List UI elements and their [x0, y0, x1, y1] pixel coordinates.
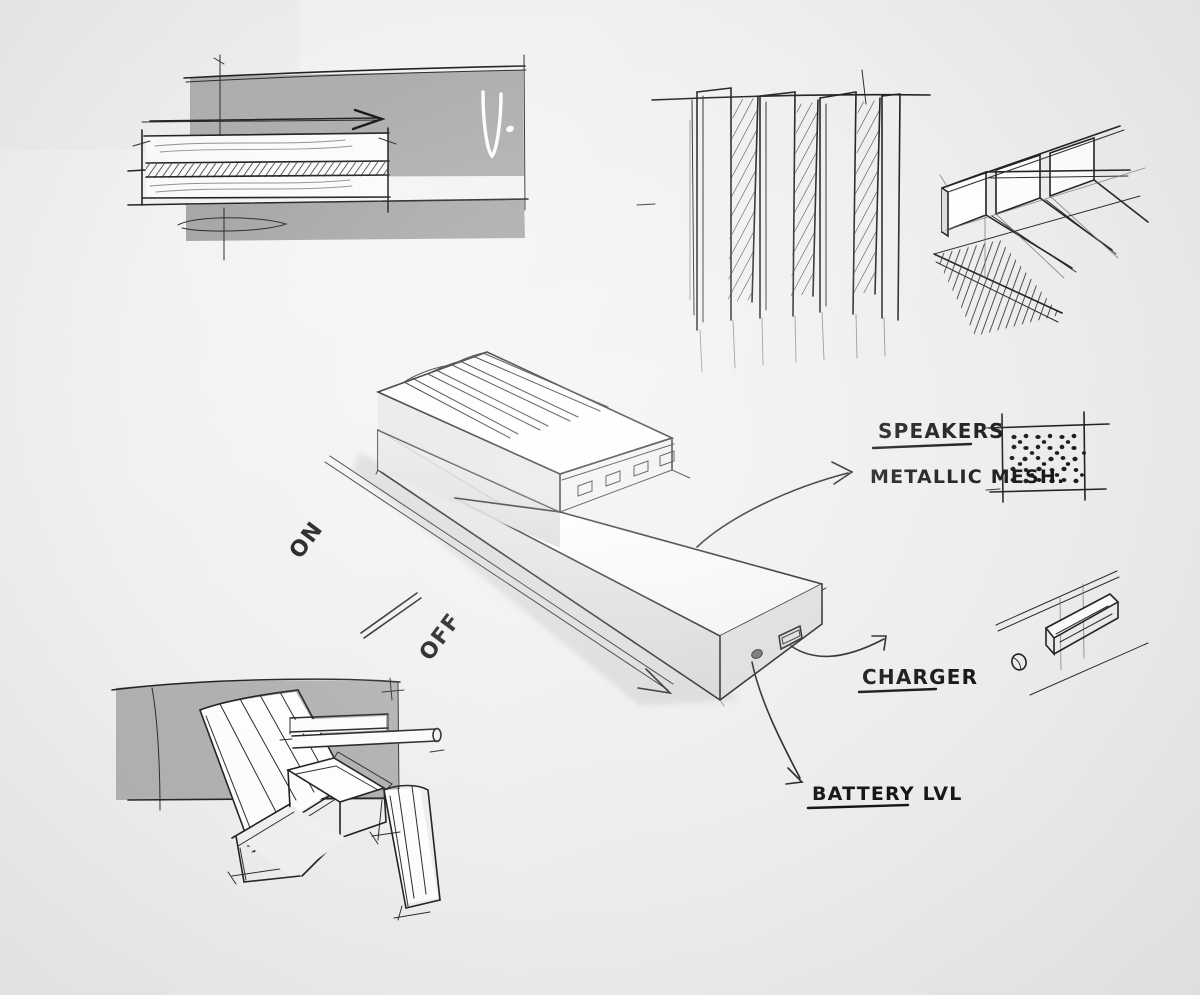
- label-charger-text: CHARGER: [862, 665, 978, 689]
- label-metallic-mesh-text: METALLIC MESH.: [870, 466, 1065, 488]
- label-battery-lvl: BATTERY LVL: [806, 783, 963, 810]
- battery-led-main: [751, 649, 763, 659]
- mesh-dot-grid: [1009, 433, 1086, 484]
- callout-line-battery: [751, 661, 804, 785]
- switch-indicator-mark: [360, 592, 422, 639]
- label-off: OFF: [415, 609, 466, 666]
- battery-led-detail: [1011, 653, 1027, 671]
- callout-line-mesh: [696, 461, 854, 548]
- sketch-mesh-swatch: [985, 411, 1110, 503]
- sketch-fin-isometric: [933, 125, 1149, 336]
- sketch-fin-profile-elevation: [636, 69, 931, 373]
- callout-leaders: [696, 461, 887, 785]
- sketch-port-detail: [995, 570, 1149, 696]
- label-charger: CHARGER: [857, 665, 978, 694]
- label-on: ON: [285, 517, 329, 564]
- label-speakers-text: SPEAKERS: [878, 419, 1005, 443]
- sketch-main-device: [352, 351, 827, 707]
- sketch-exploded-assembly: [111, 677, 445, 921]
- label-speakers: SPEAKERS: [871, 419, 1005, 450]
- label-battery-lvl-text: BATTERY LVL: [812, 783, 963, 805]
- callout-line-charger: [790, 635, 887, 658]
- sketch-cross-section-detail: [127, 54, 529, 261]
- sketch-direction-arrow: [324, 455, 674, 695]
- label-metallic-mesh: METALLIC MESH.: [870, 466, 1065, 488]
- usb-port-main: [778, 624, 803, 651]
- label-off-text: OFF: [415, 609, 466, 666]
- label-on-text: ON: [285, 517, 329, 564]
